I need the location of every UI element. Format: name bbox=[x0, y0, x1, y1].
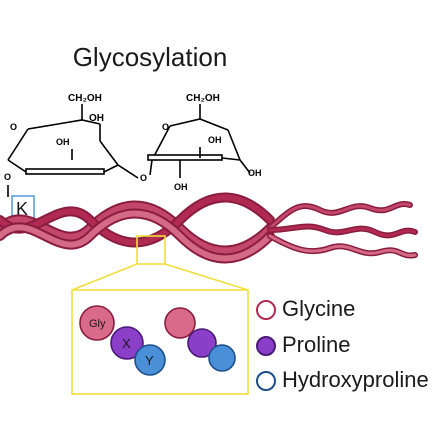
sugar1-ring-o: O bbox=[10, 122, 17, 132]
legend-glycine: Glycine bbox=[282, 296, 356, 321]
legend-markers bbox=[256, 300, 276, 391]
bead-y-2 bbox=[208, 344, 236, 372]
sugar2-oh-right: OH bbox=[248, 168, 262, 178]
sugar-1: CH₂OH O OH OH O O bbox=[4, 93, 147, 197]
diagram-title: Glycosylation bbox=[72, 42, 228, 72]
bead-gly-2 bbox=[164, 307, 196, 339]
legend-marker-glycine bbox=[256, 300, 276, 320]
sugar1-link-o: O bbox=[140, 173, 147, 183]
zoom-connector bbox=[71, 235, 249, 395]
legend-proline: Proline bbox=[282, 332, 351, 357]
residue-k: K bbox=[11, 195, 35, 221]
sugar2-oh-bottom: OH bbox=[174, 182, 188, 192]
legend-marker-hydroxyproline bbox=[256, 371, 276, 391]
residue-k-label: K bbox=[16, 199, 28, 219]
zoom-beads: Gly X Y bbox=[79, 305, 236, 376]
sugar1-ch2oh: CH₂OH bbox=[68, 93, 102, 104]
bead-gly-1 bbox=[79, 305, 115, 341]
sugar2-oh-left: OH bbox=[208, 135, 222, 145]
bead-x-label: X bbox=[122, 336, 131, 351]
legend-marker-proline bbox=[256, 336, 276, 356]
bead-x-2 bbox=[187, 328, 217, 358]
sugar1-attach-o: O bbox=[4, 172, 11, 182]
sugar2-ch2oh: CH₂OH bbox=[186, 93, 220, 104]
sugar-2: CH₂OH O OH OH OH bbox=[147, 93, 262, 192]
legend-hydroxyproline: Hydroxyproline bbox=[282, 367, 429, 392]
collagen-helix bbox=[0, 192, 418, 264]
bead-x bbox=[110, 326, 144, 360]
sugar2-ring-o: O bbox=[162, 122, 169, 132]
sugar1-oh-top: OH bbox=[89, 113, 104, 124]
sugar1-oh-left: OH bbox=[56, 137, 70, 147]
bead-gly-label: Gly bbox=[89, 318, 106, 330]
bead-y-label: Y bbox=[145, 353, 154, 368]
bead-y bbox=[134, 344, 166, 376]
